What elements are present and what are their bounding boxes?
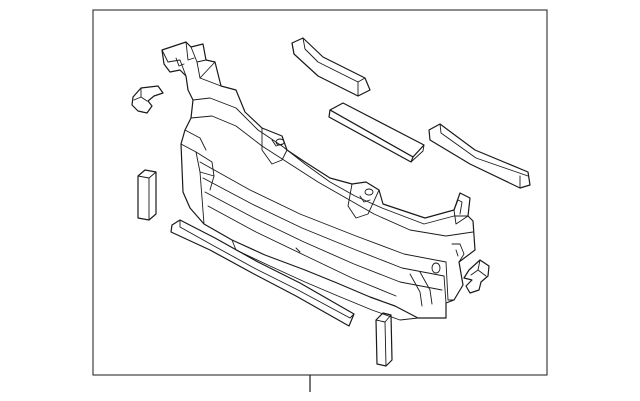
bracket-right bbox=[375, 312, 393, 367]
bracket-left bbox=[137, 169, 157, 221]
clip-right bbox=[463, 259, 490, 294]
upper-seal-center bbox=[328, 102, 425, 163]
radiator-support-panel bbox=[161, 41, 476, 321]
impact-absorber-bar bbox=[170, 219, 355, 327]
clip-left bbox=[131, 85, 164, 114]
upper-seal-right bbox=[428, 123, 531, 189]
upper-seal-left bbox=[291, 37, 371, 97]
